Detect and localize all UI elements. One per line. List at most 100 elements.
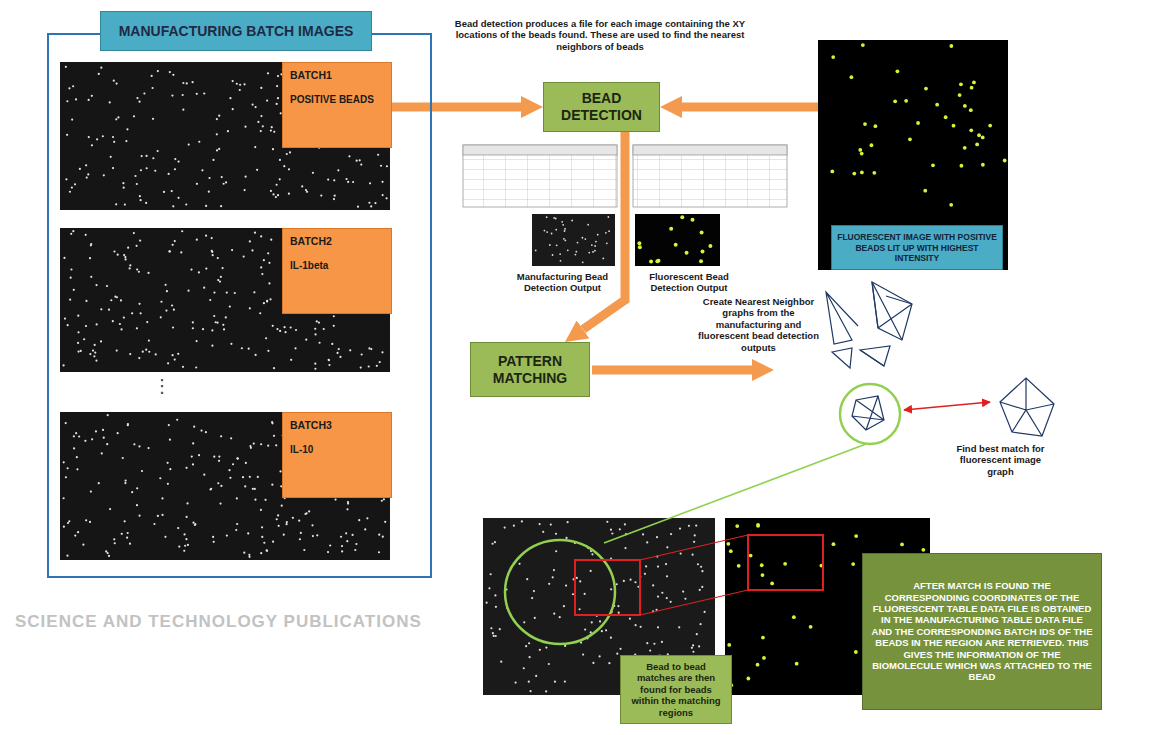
bead-dot	[168, 250, 170, 252]
bead-dot	[186, 516, 188, 518]
bead-dot	[301, 185, 303, 187]
bead-dot	[276, 85, 278, 87]
bead-dot	[305, 512, 307, 514]
bead-dot	[360, 163, 362, 165]
bead-dot	[191, 81, 193, 83]
bead-dot	[117, 254, 119, 256]
bead-dot	[215, 321, 217, 323]
bead-dot	[122, 182, 124, 184]
bead-dot	[328, 359, 330, 361]
bead-dot	[279, 159, 281, 161]
bead-dot	[762, 656, 766, 660]
bead-dot	[546, 216, 548, 218]
bead-dot	[216, 322, 218, 324]
bead-dot	[169, 250, 171, 252]
bead-dot	[115, 83, 117, 85]
bead-dot	[254, 146, 256, 148]
bead-dot	[229, 477, 231, 479]
bead-dot	[249, 307, 251, 309]
bead-dot	[95, 284, 97, 286]
graph	[832, 348, 852, 368]
bead-dot	[154, 170, 156, 172]
description-text: Find best match for fluorescent image gr…	[948, 443, 1053, 477]
bead-dot	[116, 350, 118, 352]
bead-dot	[167, 483, 169, 485]
bead-dot	[761, 573, 765, 577]
bead-dot	[860, 170, 864, 174]
bead-dot	[142, 351, 144, 353]
bead-dot	[249, 476, 251, 478]
bead-dot	[248, 556, 250, 558]
bead-dot	[108, 309, 110, 311]
bead-dot	[90, 490, 92, 492]
bead-dot	[168, 173, 170, 175]
bead-dot	[594, 250, 596, 252]
bead-dot	[235, 529, 237, 531]
bead-dot	[657, 565, 659, 567]
bead-dot	[701, 250, 705, 254]
bead-dot	[333, 325, 335, 327]
bead-dot	[347, 503, 349, 505]
bead-dot	[69, 191, 71, 193]
bead-dot	[193, 426, 195, 428]
bead-dot	[181, 230, 183, 232]
bead-dot	[756, 663, 760, 667]
bead-dot	[276, 184, 278, 186]
bead-dot	[113, 80, 115, 82]
bead-dot	[678, 626, 680, 628]
bead-dot	[211, 345, 213, 347]
bead-dot	[73, 447, 75, 449]
bead-dot	[114, 542, 116, 544]
bead-dot	[236, 457, 238, 459]
bead-dot	[171, 94, 173, 96]
bead-dot	[140, 169, 142, 171]
bead-dot	[172, 244, 174, 246]
bead-dot	[1003, 159, 1007, 163]
bead-dot	[661, 641, 663, 643]
batch-label: BATCH1POSITIVE BEADS	[282, 62, 392, 148]
bead-dot	[77, 531, 79, 533]
bead-dot	[760, 563, 764, 567]
bead-dot	[105, 550, 107, 552]
bead-dot	[254, 499, 256, 501]
bead-dot	[106, 443, 108, 445]
bead-dot	[546, 231, 548, 233]
bead-dot	[223, 183, 225, 185]
bead-dots	[830, 43, 1006, 207]
bead-dot	[333, 315, 335, 317]
bead-dot	[216, 149, 218, 151]
bead-dot	[98, 482, 100, 484]
bead-dot	[236, 497, 238, 499]
bead-dot	[277, 75, 279, 77]
bead-dot	[577, 242, 579, 244]
bead-dot	[143, 92, 145, 94]
bead-dot	[242, 476, 244, 478]
bead-dot	[127, 532, 129, 534]
bead-dot	[221, 267, 223, 269]
bead-dot	[972, 81, 976, 85]
bead-dot	[63, 461, 65, 463]
batch-label: BATCH3IL-10	[282, 412, 392, 498]
bead-dot	[382, 194, 384, 196]
bead-dot	[63, 497, 65, 499]
bead-dot	[691, 554, 693, 556]
bead-dot	[228, 469, 230, 471]
bead-dot	[80, 350, 82, 352]
bead-dot	[349, 349, 351, 351]
bead-dot	[213, 291, 215, 293]
match-region	[575, 560, 640, 615]
note-box: AFTER MATCH IS FOUND THE CORRESPONDING C…	[862, 553, 1102, 710]
bead-dot	[271, 422, 273, 424]
bead-dot	[494, 541, 496, 543]
bead-dot	[182, 366, 184, 368]
bead-dot	[555, 229, 557, 231]
bead-dot	[266, 300, 268, 302]
bead-dot	[607, 216, 609, 218]
bead-dot	[174, 358, 176, 360]
bead-dot	[212, 254, 214, 256]
bead-dot	[172, 205, 174, 207]
node-text: IL-1beta	[290, 260, 384, 272]
bead-dot	[72, 85, 74, 87]
bead-dot	[306, 191, 308, 193]
bead-dot	[276, 328, 278, 330]
